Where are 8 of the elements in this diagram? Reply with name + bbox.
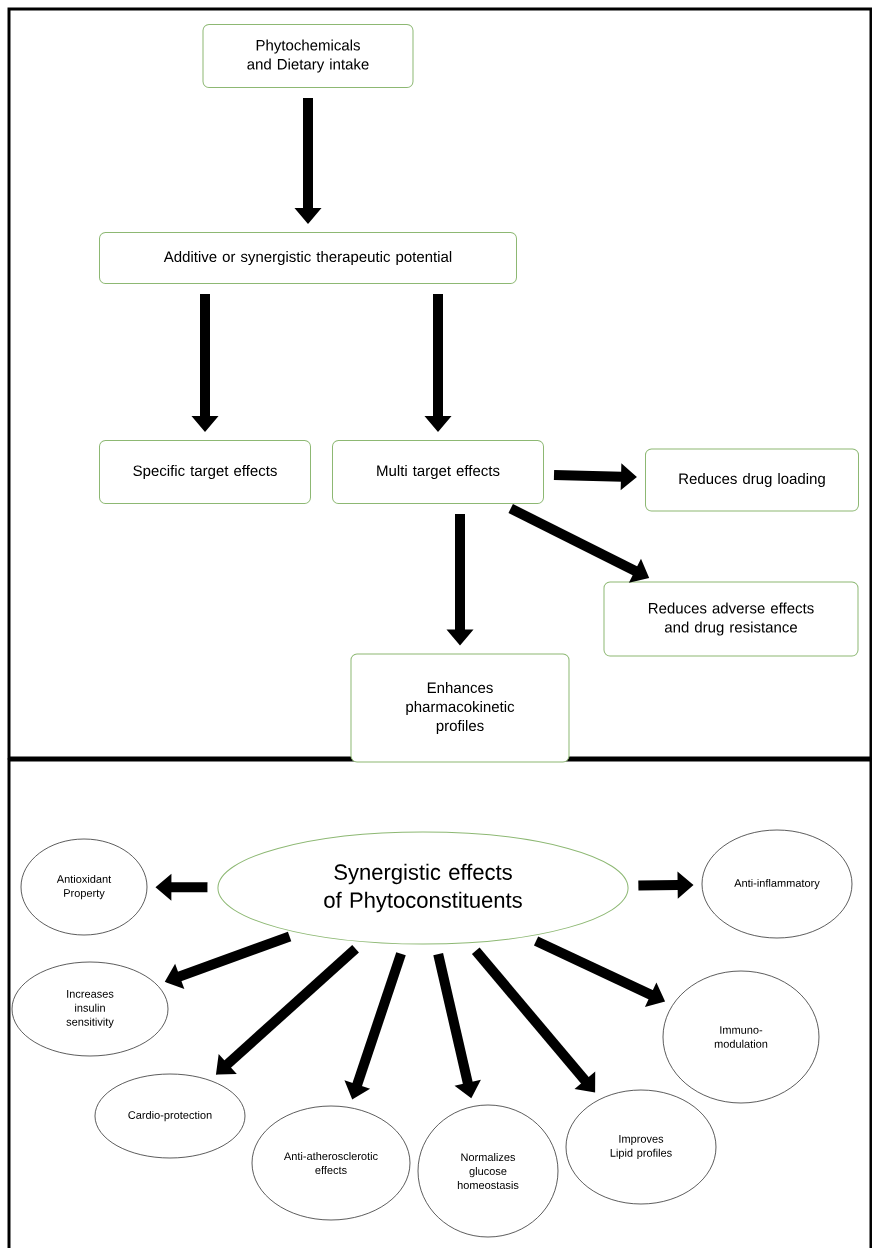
process-box: Reduces drug loading: [645, 448, 859, 512]
process-box: Reduces adverse effects and drug resistance: [603, 581, 859, 657]
arrow: [471, 947, 596, 1093]
process-box: Multi target effects: [332, 440, 544, 504]
process-box: Specific target effects: [99, 440, 311, 504]
process-box: Enhances pharmacokinetic profiles: [350, 653, 570, 763]
process-box: Phytochemicals and Dietary intake: [202, 24, 414, 88]
process-box: Additive or synergistic therapeutic potential: [99, 232, 517, 284]
